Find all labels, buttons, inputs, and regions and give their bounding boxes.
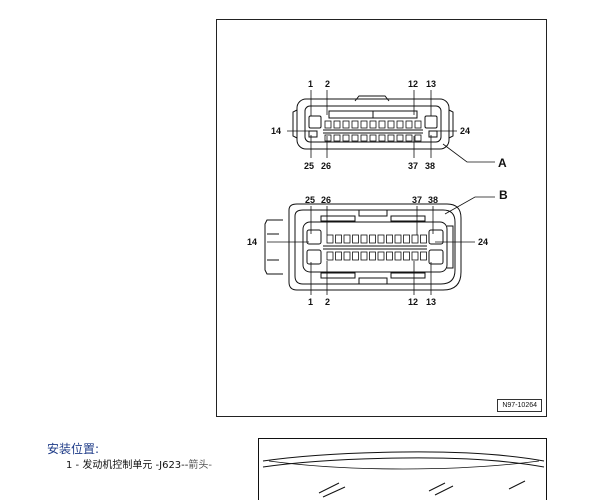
- pin-cavity: [378, 120, 386, 129]
- pin-a-37: 37: [408, 161, 418, 171]
- pin-a-1: 1: [308, 79, 313, 89]
- item-number: 1 -: [66, 460, 80, 471]
- connector-b-leaders: [267, 196, 495, 295]
- pin-cavity: [377, 234, 385, 244]
- pin-a-25: 25: [304, 161, 314, 171]
- pin-cavity: [335, 234, 342, 244]
- pin-cavity: [405, 134, 413, 142]
- pin-a-2: 2: [325, 79, 330, 89]
- pin-b-2: 2: [325, 297, 330, 307]
- pin-b-12: 12: [408, 297, 418, 307]
- pin-cavity: [403, 251, 410, 261]
- pin-cavity: [335, 251, 342, 261]
- pin-b-14: 14: [247, 237, 257, 247]
- pin-cavity: [403, 234, 410, 244]
- pin-cavity: [369, 134, 377, 142]
- pin-a-13: 13: [426, 79, 436, 89]
- pin-cavity: [411, 234, 419, 244]
- pin-cavity: [369, 234, 376, 244]
- pin-cavity: [414, 120, 422, 129]
- pin-cavity: [360, 134, 368, 142]
- pin-cavity: [351, 134, 359, 142]
- pin-a-38: 38: [425, 161, 435, 171]
- pin-cavity: [414, 134, 422, 142]
- item-suffix: 箭头-: [188, 460, 212, 471]
- pin-cavity: [324, 134, 332, 142]
- pin-cavity: [343, 251, 351, 261]
- pin-a-26: 26: [321, 161, 331, 171]
- connector-a: [292, 95, 454, 150]
- pin-cavity: [360, 251, 368, 261]
- pin-cavity: [326, 234, 334, 244]
- pin-cavity: [326, 251, 334, 261]
- pin-cavity: [394, 251, 402, 261]
- pin-cavity: [420, 234, 427, 244]
- connector-b: [264, 203, 462, 291]
- pin-cavity: [369, 251, 376, 261]
- pin-b-24: 24: [478, 237, 488, 247]
- pin-cavity: [387, 134, 395, 142]
- pin-cavity: [324, 120, 332, 129]
- pin-b-25: 25: [305, 195, 315, 205]
- pin-cavity: [352, 234, 359, 244]
- callout-a: A: [498, 156, 507, 170]
- pin-b-1: 1: [308, 297, 313, 307]
- pin-cavity: [420, 251, 427, 261]
- item-text: 发动机控制单元 -J623--: [82, 460, 189, 471]
- pin-cavity: [394, 234, 402, 244]
- pin-b-38: 38: [428, 195, 438, 205]
- pin-a-12: 12: [408, 79, 418, 89]
- pin-b-37: 37: [412, 195, 422, 205]
- pin-cavity: [360, 120, 368, 129]
- installation-title: 安装位置:: [47, 442, 100, 456]
- pin-cavity: [405, 120, 413, 129]
- pin-cavity: [351, 120, 359, 129]
- pin-cavity: [387, 120, 395, 129]
- connector-figure: 1 2 12 13 14 24 25 26 37 38 A: [216, 19, 547, 417]
- pin-cavity: [343, 234, 351, 244]
- pin-cavity: [369, 120, 377, 129]
- installation-item: 1 - 发动机控制单元 -J623--箭头-: [66, 456, 212, 471]
- pin-b-13: 13: [426, 297, 436, 307]
- pin-cavity: [396, 120, 404, 129]
- pin-a-14: 14: [271, 126, 281, 136]
- pin-cavity: [378, 134, 386, 142]
- callout-b: B: [499, 188, 508, 202]
- pin-cavity: [386, 234, 393, 244]
- pin-cavity: [333, 120, 341, 129]
- pin-cavity: [352, 251, 359, 261]
- pin-cavity: [411, 251, 419, 261]
- pin-cavity: [342, 134, 350, 142]
- connector-a-leaders: [287, 90, 495, 163]
- pin-cavity: [342, 120, 350, 129]
- pin-cavity: [386, 251, 393, 261]
- pin-cavity: [396, 134, 404, 142]
- pin-cavity: [360, 234, 368, 244]
- installation-photo: [258, 438, 547, 500]
- figure-id-label: N97-10264: [497, 399, 542, 412]
- connector-drawing: 1 2 12 13 14 24 25 26 37 38 A: [247, 79, 508, 307]
- pin-cavity: [333, 134, 341, 142]
- pin-b-26: 26: [321, 195, 331, 205]
- pin-a-24: 24: [460, 126, 470, 136]
- pin-cavity: [377, 251, 385, 261]
